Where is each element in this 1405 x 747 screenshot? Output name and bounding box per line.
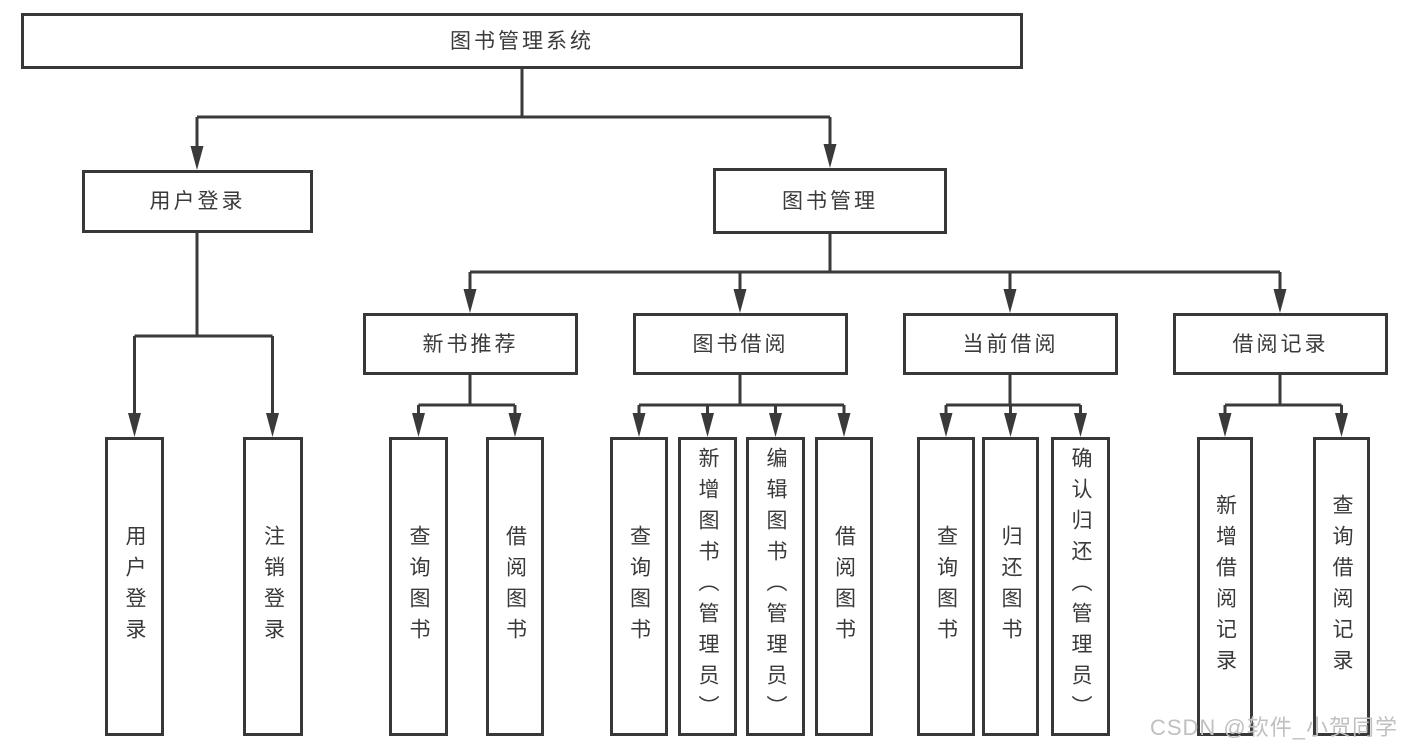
node-user-login: 用户登录: [82, 170, 313, 233]
leaf-query-borrow-record: 查询借阅记录: [1313, 437, 1370, 736]
node-label: 图书管理系统: [450, 29, 594, 53]
leaf-label: 注销登录: [261, 524, 285, 649]
arrowheads: [128, 144, 1348, 437]
leaf-add-book-admin: 新增图书（管理员）: [678, 437, 737, 736]
leaf-user-login: 用户登录: [105, 437, 164, 736]
leaf-label: 查询图书: [627, 524, 651, 649]
leaf-query-book-3: 查询图书: [917, 437, 975, 736]
node-label: 图书管理: [782, 189, 878, 213]
leaf-label: 借阅图书: [503, 524, 527, 649]
leaf-label: 查询借阅记录: [1330, 493, 1353, 680]
leaf-label: 新增图书（管理员）: [696, 447, 719, 726]
node-root-system: 图书管理系统: [21, 13, 1023, 69]
leaf-label: 编辑图书（管理员）: [764, 447, 787, 726]
leaf-query-book-1: 查询图书: [389, 437, 448, 736]
leaf-label: 借阅图书: [832, 524, 856, 649]
node-new-book-recommend: 新书推荐: [363, 313, 578, 375]
node-book-borrow: 图书借阅: [633, 313, 848, 375]
node-label: 当前借阅: [962, 332, 1059, 356]
node-book-management: 图书管理: [713, 168, 947, 234]
node-label: 图书借阅: [692, 332, 789, 356]
leaf-label: 查询图书: [407, 524, 430, 649]
leaf-label: 确认归还（管理员）: [1069, 447, 1092, 726]
node-borrow-record: 借阅记录: [1173, 313, 1388, 375]
node-current-borrow: 当前借阅: [903, 313, 1118, 375]
leaf-label: 归还图书: [999, 524, 1022, 649]
watermark: CSDN @软件_小贺同学: [1149, 715, 1398, 740]
node-label: 借阅记录: [1232, 332, 1329, 356]
leaf-borrow-book-2: 借阅图书: [815, 437, 873, 736]
leaf-label: 新增借阅记录: [1213, 493, 1237, 680]
leaf-logout: 注销登录: [243, 437, 303, 736]
leaf-add-borrow-record: 新增借阅记录: [1197, 437, 1253, 736]
leaf-label: 查询图书: [934, 524, 958, 649]
leaf-label: 用户登录: [123, 524, 146, 649]
leaf-edit-book-admin: 编辑图书（管理员）: [746, 437, 805, 736]
leaf-borrow-book-1: 借阅图书: [486, 437, 544, 736]
node-label: 用户登录: [149, 190, 246, 213]
leaf-query-book-2: 查询图书: [610, 437, 668, 736]
node-label: 新书推荐: [422, 332, 519, 356]
leaf-confirm-return-admin: 确认归还（管理员）: [1051, 437, 1110, 736]
leaf-return-book: 归还图书: [982, 437, 1039, 736]
